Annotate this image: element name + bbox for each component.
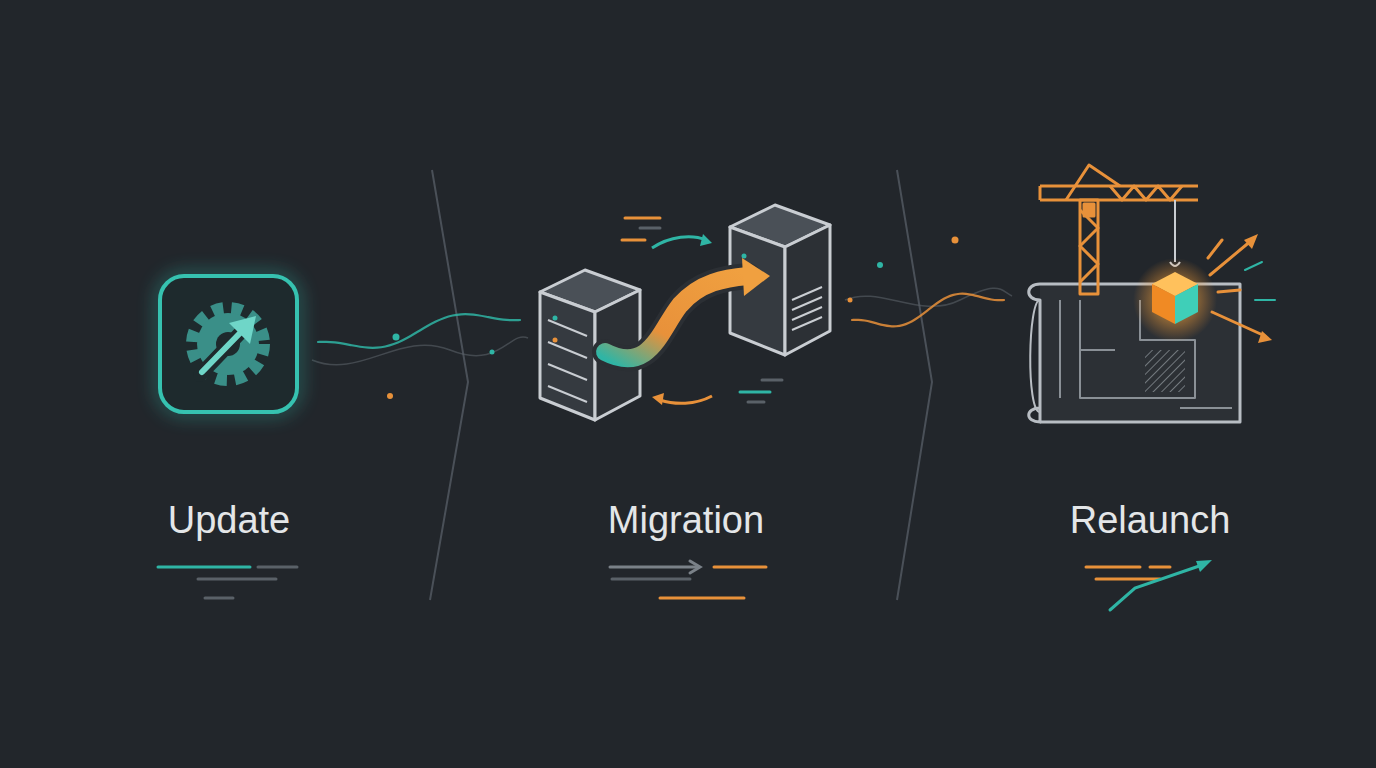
flow-connector <box>852 294 1004 327</box>
stage-divider <box>430 170 932 600</box>
update-icon <box>160 276 297 412</box>
stage-label: Update <box>144 498 314 542</box>
label-underline <box>158 560 1212 610</box>
server-left <box>540 270 640 420</box>
flow-connector <box>318 314 520 348</box>
stage-node: Relaunch <box>1008 160 1292 546</box>
stage-label: Migration <box>524 498 848 542</box>
server-right <box>730 205 830 355</box>
launch-cube <box>1133 234 1275 343</box>
stage-node: Migration <box>524 196 848 546</box>
migration-arrow <box>605 218 782 405</box>
spark-dot <box>387 237 959 400</box>
stage-label: Relaunch <box>1008 498 1292 542</box>
stage-node: Update <box>144 268 314 546</box>
